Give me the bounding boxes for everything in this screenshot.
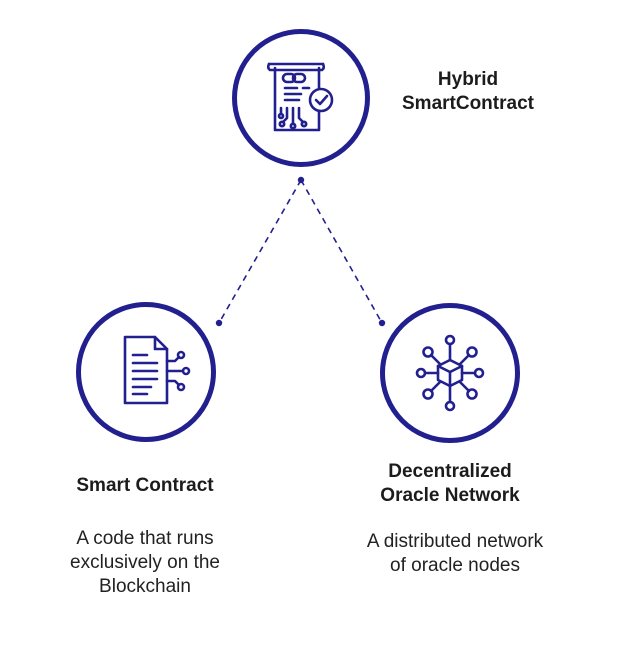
cube-network-icon: [415, 334, 485, 412]
smart-desc-line-2: exclusively on the: [70, 552, 220, 573]
hybrid-title-line-1: Hybrid: [437, 69, 499, 90]
oracle-network-title: Decentralized Oracle Network: [350, 460, 550, 508]
smart-contract-description: A code that runs exclusively on the Bloc…: [35, 527, 255, 599]
oracle-title-line-1: Decentralized: [388, 461, 512, 482]
smart-desc-line-3: Blockchain: [99, 576, 191, 597]
document-circuit-icon: [123, 335, 191, 405]
oracle-title-line-2: Oracle Network: [380, 485, 520, 506]
contract-scroll-checkmark-icon: [266, 62, 334, 132]
connector-dot-top: [297, 176, 305, 184]
smart-contract-node: [76, 302, 216, 442]
smart-contract-title: Smart Contract: [40, 474, 250, 498]
connector-hybrid-to-oracle-network: [300, 179, 383, 324]
smart-title-line-1: Smart Contract: [76, 475, 214, 496]
connector-dot-right: [378, 319, 386, 327]
smart-desc-line-1: A code that runs: [76, 528, 214, 549]
connector-dot-left: [215, 319, 223, 327]
oracle-desc-line-2: of oracle nodes: [390, 555, 520, 576]
hybrid-smartcontract-title: Hybrid SmartContract: [378, 68, 558, 116]
connector-hybrid-to-smart-contract: [218, 179, 302, 324]
oracle-network-description: A distributed network of oracle nodes: [325, 530, 585, 578]
oracle-desc-line-1: A distributed network: [366, 531, 544, 552]
hybrid-title-line-2: SmartContract: [402, 93, 534, 114]
hybrid-smartcontract-node: [232, 29, 370, 167]
oracle-network-node: [380, 303, 520, 443]
